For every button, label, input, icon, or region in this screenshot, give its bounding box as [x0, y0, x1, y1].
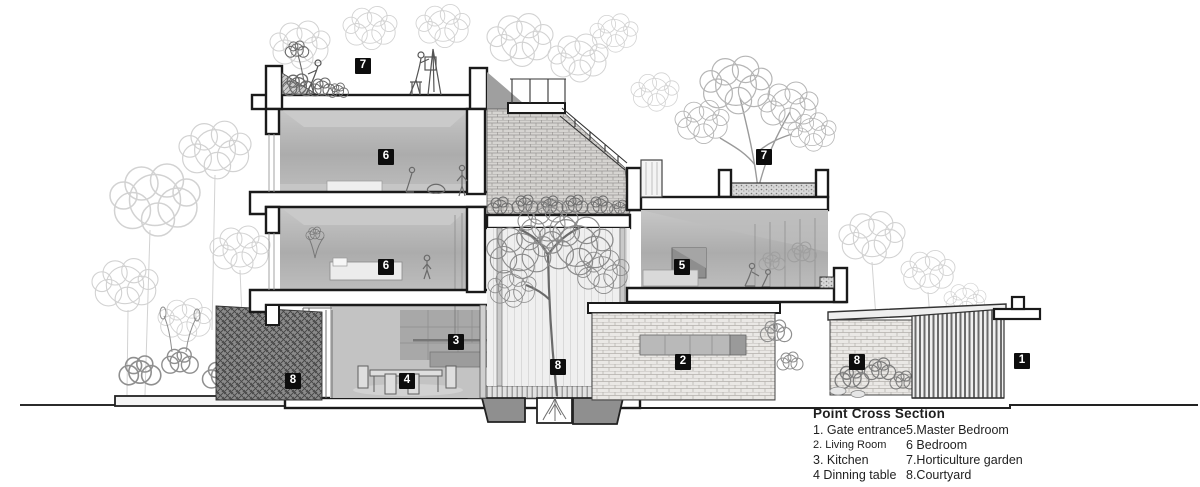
courtyard-tree — [486, 199, 630, 397]
legend-item-master-bedroom: 5.Master Bedroom — [906, 423, 1009, 437]
marker-gate-entrance: 1 — [1014, 353, 1030, 369]
marker-courtyard-center: 8 — [550, 359, 566, 375]
gate-courtyard — [827, 295, 1042, 399]
painter-figure — [409, 48, 442, 96]
ground-lines — [20, 395, 1198, 410]
legend-item-living-room: 2. Living Room — [813, 439, 887, 451]
marker-horticulture-garden-roof-left: 7 — [355, 58, 371, 74]
legend-column-1: 1. Gate entrance 2. Living Room 3. Kitch… — [813, 423, 906, 483]
marker-bedroom-third-floor: 6 — [378, 149, 394, 165]
bedroom3-figures — [405, 164, 468, 197]
marker-horticulture-garden-roof-right: 7 — [756, 149, 772, 165]
gate-slats — [911, 308, 1005, 399]
left-building — [215, 64, 530, 401]
right-building — [587, 55, 849, 401]
legend-item-dinning-table: 4 Dinning table — [813, 468, 897, 482]
marker-dinning-table: 4 — [399, 373, 415, 389]
garden-shrubs-left — [118, 306, 276, 389]
marker-master-bedroom: 5 — [674, 259, 690, 275]
gardener-figure — [305, 59, 322, 95]
roof-tree — [719, 97, 793, 191]
legend-item-horticulture-garden: 7.Horticulture garden — [906, 453, 1023, 467]
roof-garden-left — [281, 40, 349, 98]
legend-item-courtyard: 8.Courtyard — [906, 468, 972, 482]
legend-item-bedroom: 6 Bedroom — [906, 438, 968, 452]
legend-item-kitchen: 3. Kitchen — [813, 453, 869, 467]
marker-living-room: 2 — [675, 354, 691, 370]
legend-title: Point Cross Section — [813, 406, 946, 421]
legend: Point Cross Section 1. Gate entrance 2. … — [813, 406, 1023, 483]
legend-item-gate-entrance: 1. Gate entrance — [813, 423, 907, 437]
marker-bedroom-second-floor: 6 — [378, 259, 394, 275]
marker-courtyard-right: 8 — [849, 354, 865, 370]
marker-kitchen: 3 — [448, 334, 464, 350]
legend-column-2: 5.Master Bedroom 6 Bedroom 7.Horticultur… — [906, 423, 1023, 483]
marker-courtyard-left: 8 — [285, 373, 301, 389]
